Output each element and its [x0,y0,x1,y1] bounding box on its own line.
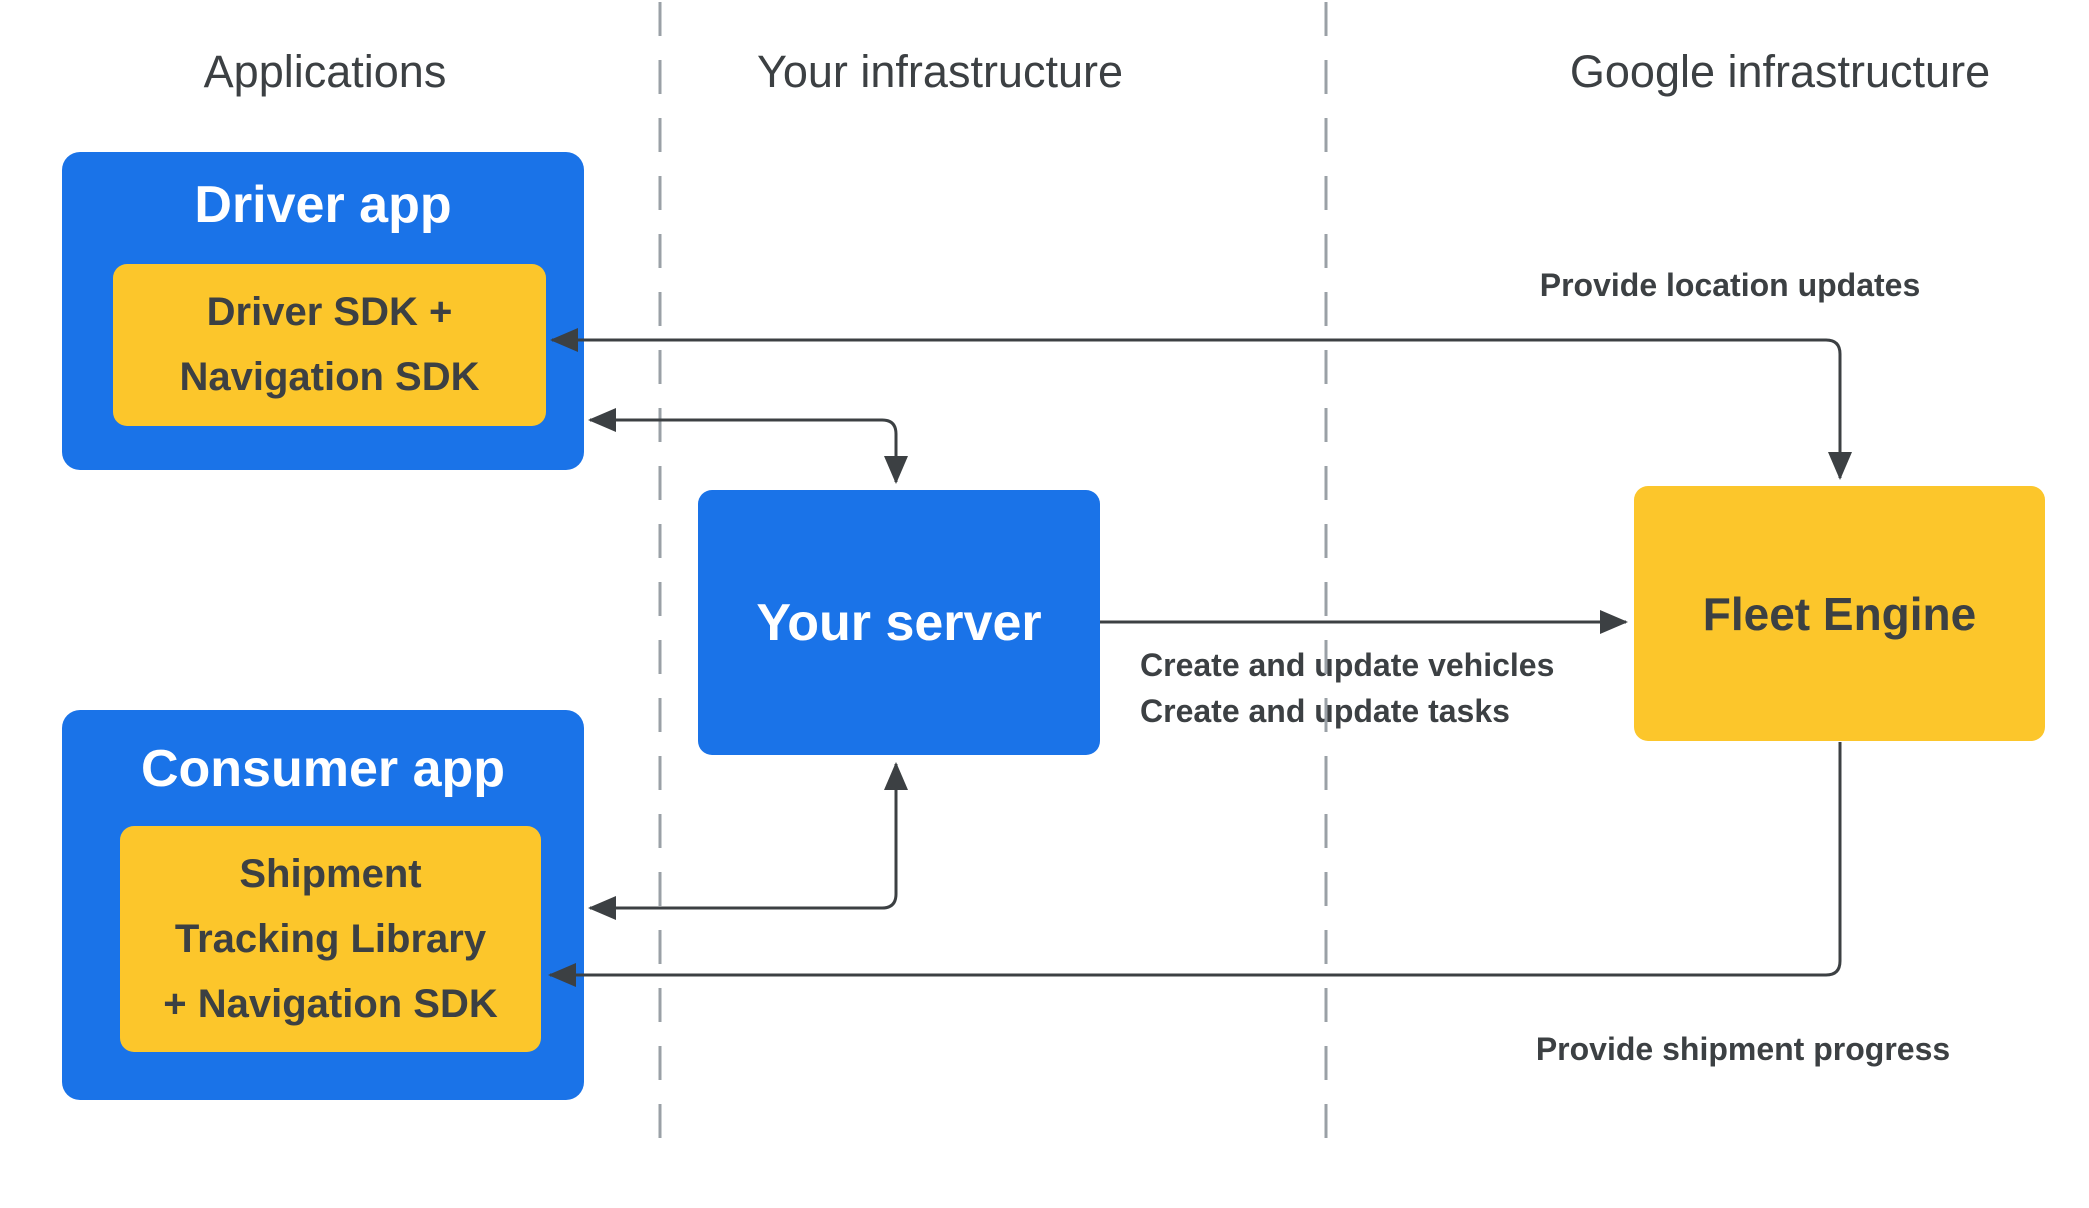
column-header-applications: Applications [203,46,447,97]
your-server-title: Your server [756,593,1042,652]
edge-label-create-update-vehicles: Create and update vehicles [1140,647,1555,683]
column-header-your-infrastructure: Your infrastructure [756,46,1124,97]
arrow-consumer-app-your-server [588,762,908,920]
shipment-tracking-library-box: Shipment Tracking Library + Navigation S… [120,826,541,1052]
your-server-box: Your server [698,490,1100,755]
driver-app-title: Driver app [194,176,452,234]
arrow-driver-sdk-fleet-engine [550,328,1852,480]
edge-label-create-update-tasks: Create and update tasks [1140,693,1510,729]
consumer-sdk-line-1: Shipment [239,851,422,896]
edge-label-provide-location-updates: Provide location updates [1539,267,1921,303]
arrow-fleet-engine-consumer-app [548,742,1842,987]
driver-sdk-box: Driver SDK + Navigation SDK [113,264,546,426]
fleet-engine-title: Fleet Engine [1702,587,1977,640]
column-header-google-infrastructure: Google infrastructure [1569,46,1991,97]
consumer-sdk-line-2: Tracking Library [174,916,487,961]
consumer-sdk-line-3: + Navigation SDK [163,981,498,1026]
driver-sdk-line-2: Navigation SDK [179,355,480,399]
edge-label-provide-shipment-progress: Provide shipment progress [1535,1031,1951,1067]
fleet-engine-box: Fleet Engine [1634,486,2045,741]
driver-sdk-line-1: Driver SDK + [206,290,453,334]
arrow-driver-app-your-server [588,408,908,484]
consumer-app-title: Consumer app [140,740,506,798]
